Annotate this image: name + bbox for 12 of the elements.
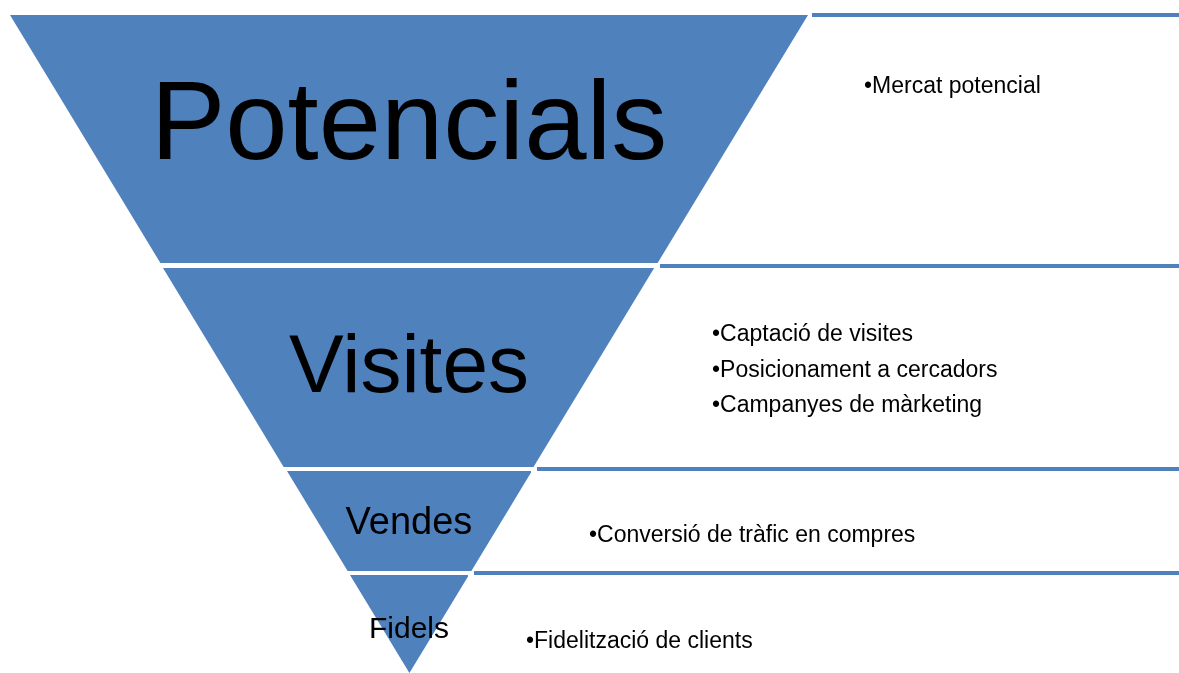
stage-label: Vendes (345, 502, 473, 540)
stage-label: Visites (288, 322, 529, 405)
bullet-text: •Campanyes de màrketing (712, 391, 984, 419)
funnel-segment (286, 471, 532, 571)
bullet-text: •Mercat potencial (864, 72, 1041, 100)
funnel-segment (10, 15, 808, 263)
stage-label: Potencials (150, 65, 668, 177)
bullet-text: •Captació de visites (712, 320, 915, 348)
bullet-text: •Posicionament a cercadors (712, 355, 998, 384)
funnel-segment (163, 268, 655, 467)
bullet-text: •Conversió de tràfic en compres (589, 521, 916, 549)
bullet-text: •Fidelització de clients (526, 627, 753, 655)
